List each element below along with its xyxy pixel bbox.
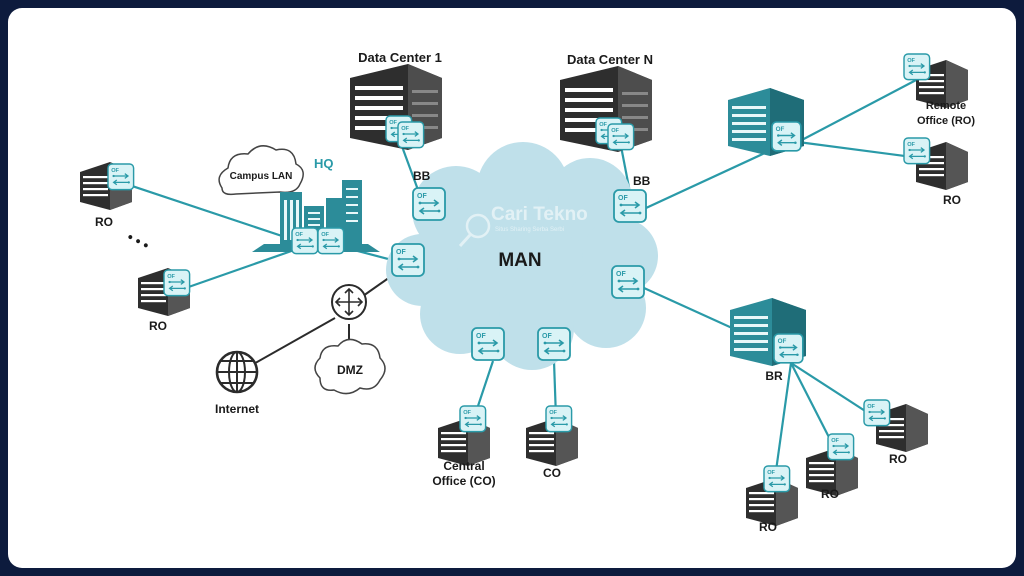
ro-br-c: RO bbox=[863, 399, 928, 466]
central-office-label-1: Central bbox=[443, 459, 484, 473]
dcn-label: Data Center N bbox=[567, 52, 653, 67]
router-icon bbox=[331, 284, 367, 320]
hq-label: HQ bbox=[314, 156, 334, 171]
central-office-label-2: Office (CO) bbox=[432, 474, 495, 488]
campus-lan-label: Campus LAN bbox=[230, 171, 293, 182]
man-br-switch bbox=[611, 265, 645, 299]
ro-left-top-label: RO bbox=[95, 215, 113, 229]
ro-right-top: Remote Office (RO) bbox=[903, 53, 975, 127]
central-office: Central Office (CO) bbox=[432, 405, 496, 488]
br-label: BR bbox=[765, 369, 783, 383]
dmz-label: DMZ bbox=[337, 363, 363, 377]
link-bb-remote bbox=[645, 145, 781, 209]
watermark-brand: Cari Tekno bbox=[491, 204, 588, 225]
branch-office: BR bbox=[730, 298, 806, 383]
link-ro2-hq bbox=[179, 246, 301, 292]
diagram-frame: OF bbox=[8, 8, 1016, 568]
ro-br-c-label: RO bbox=[889, 452, 907, 466]
man-co-switch bbox=[537, 327, 571, 361]
link-ro1-hq bbox=[119, 180, 301, 244]
bb-left-label: BB bbox=[413, 169, 431, 183]
co-label: CO bbox=[543, 466, 561, 480]
co-office: CO bbox=[526, 405, 578, 480]
ro-right-middle: RO bbox=[903, 137, 968, 207]
ro-left-bottom-label: RO bbox=[149, 319, 167, 333]
ellipsis-dots: • • • bbox=[125, 229, 152, 254]
ro-left-top: RO bbox=[80, 162, 135, 229]
ro-right-middle-label: RO bbox=[943, 193, 961, 207]
ro-left-bottom: RO bbox=[138, 268, 191, 333]
watermark-tagline: Situs Sharing Serba Serbi bbox=[495, 227, 564, 233]
ro-br-b: RO bbox=[806, 433, 858, 501]
ro-br-b-label: RO bbox=[821, 487, 839, 501]
remote-office-label-1: Remote bbox=[926, 100, 966, 112]
man-hq-switch bbox=[391, 243, 425, 277]
globe-icon: Internet bbox=[215, 350, 259, 416]
remote-office-hub bbox=[728, 88, 804, 156]
bb-right-label: BB bbox=[633, 174, 651, 188]
hq-site: Campus LAN HQ bbox=[218, 145, 380, 255]
internet-label: Internet bbox=[215, 402, 259, 416]
bb-right-switch bbox=[613, 189, 647, 223]
data-center-1: Data Center 1 bbox=[350, 50, 442, 150]
link-br-ro-c bbox=[790, 362, 877, 419]
remote-office-label-2: Office (RO) bbox=[917, 115, 975, 127]
dc1-label: Data Center 1 bbox=[358, 50, 442, 65]
link-remote-ro2 bbox=[797, 140, 921, 160]
dmz-cloud: DMZ bbox=[314, 338, 386, 395]
hq-switch-2 bbox=[317, 227, 345, 255]
ro-br-a: RO bbox=[746, 465, 798, 534]
man-central-switch bbox=[471, 327, 505, 361]
campus-lan-cloud: Campus LAN bbox=[218, 145, 304, 196]
man-label: MAN bbox=[498, 250, 541, 271]
ro-br-a-label: RO bbox=[759, 520, 777, 534]
link-br-ro-a bbox=[773, 362, 793, 479]
link-router-internet bbox=[249, 317, 336, 367]
link-remote-ro1 bbox=[797, 77, 921, 143]
network-diagram: OF bbox=[80, 50, 975, 534]
magnifier-icon bbox=[465, 213, 491, 239]
watermark: Cari Tekno Situs Sharing Serba Serbi bbox=[458, 204, 588, 248]
data-center-n: Data Center N bbox=[560, 52, 653, 152]
hq-switch-1 bbox=[291, 227, 319, 255]
bb-left-switch bbox=[412, 187, 446, 221]
